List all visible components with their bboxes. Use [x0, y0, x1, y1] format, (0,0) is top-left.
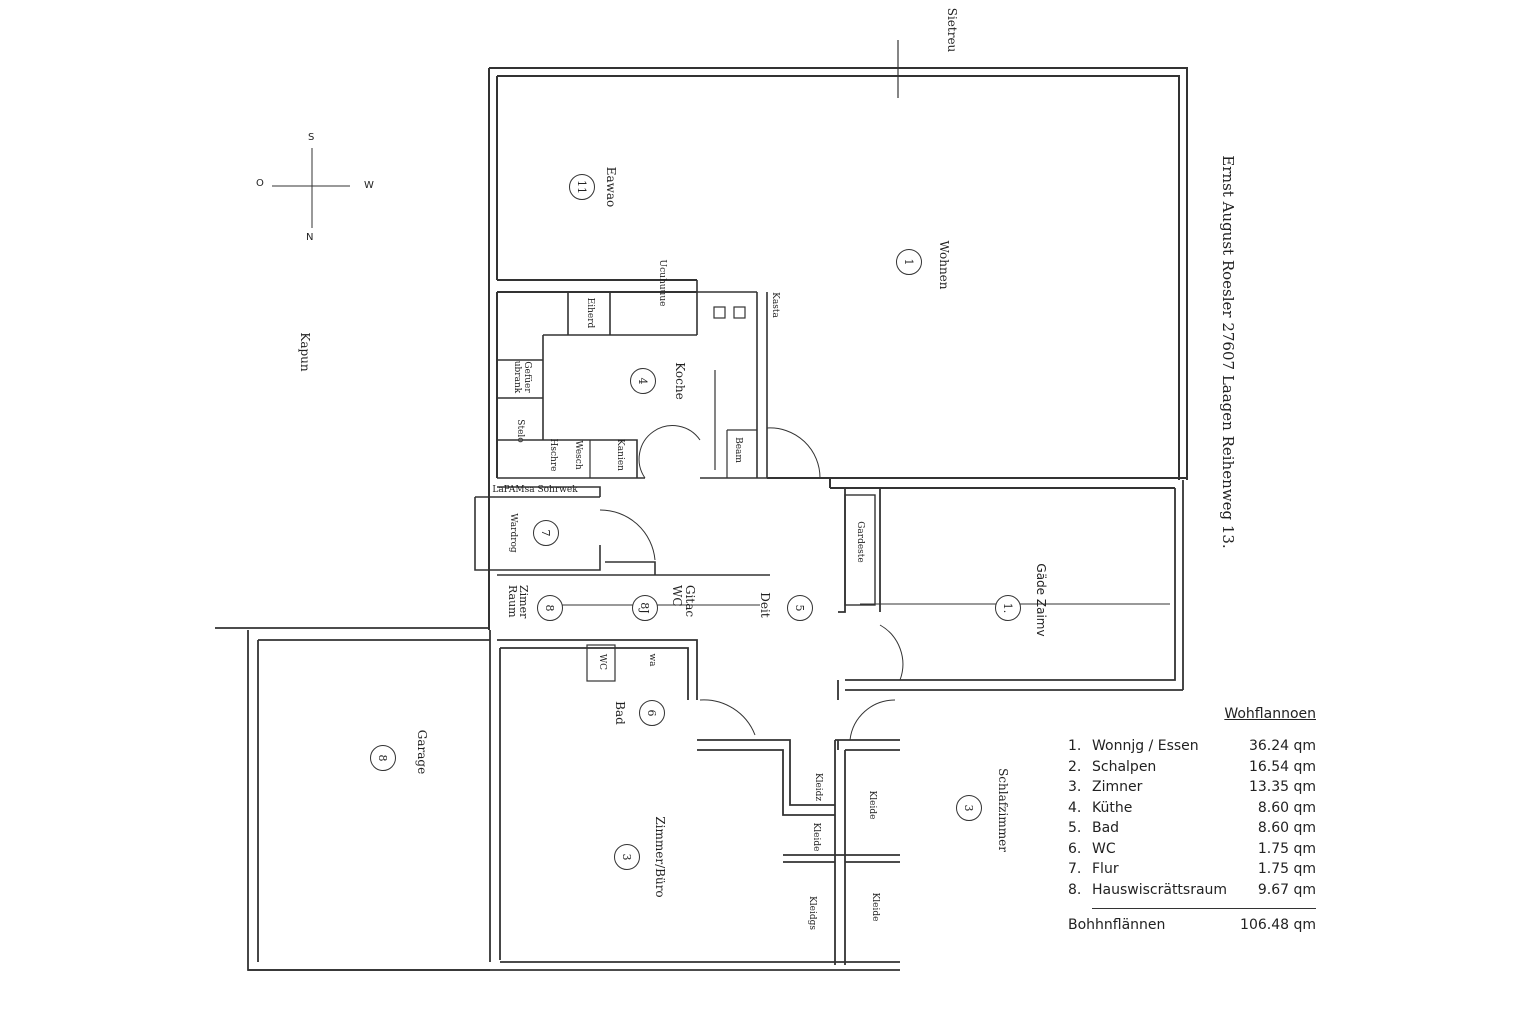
compass-south: S [308, 132, 315, 143]
side-label: Kapun [298, 332, 312, 372]
room-number: 4 [630, 368, 656, 394]
room-name: Wohnen [937, 240, 951, 290]
wall-gaestezimmer [837, 480, 1184, 691]
address-label: Ernst August Roesler 27607 Laagen Reihen… [1219, 155, 1237, 549]
fixture-label: Ucuhuuue [657, 259, 667, 307]
room-name: Zimmer/Büro [653, 816, 667, 898]
fixture-label: Hschre [548, 438, 558, 472]
room-number: 6 [639, 700, 665, 726]
compass-east: O [256, 178, 264, 189]
wall-flur [474, 486, 770, 576]
room-number: 3 [614, 844, 640, 870]
room-number: 7 [533, 520, 559, 546]
fixture-label: Kasta [770, 292, 780, 318]
room-number: 8 [537, 595, 563, 621]
wall-kitchen [497, 280, 768, 479]
room-number: 1 [896, 249, 922, 275]
fixture-label: WC [597, 653, 607, 671]
room-name: Koche [673, 362, 687, 400]
room-number: 8J [632, 595, 658, 621]
wall-garage [215, 627, 491, 971]
wall-closets [697, 690, 900, 965]
room-number: 5 [787, 595, 813, 621]
closet-label: Kleidz [813, 772, 823, 802]
compass-rose [272, 148, 350, 228]
room-name: Garage [415, 729, 429, 775]
fixture-label: Gardeste [855, 521, 865, 563]
fixture-label: Stelo [515, 419, 525, 443]
fixture-label: Kanien [615, 439, 625, 471]
fixture-label: Eiherd [585, 297, 595, 329]
closet-label: Kleidgs [807, 896, 817, 930]
room-name: Schlafzimmer [996, 768, 1010, 852]
room-name: Wardrog [508, 513, 518, 553]
legend-title: Wohflannoen [1224, 706, 1316, 722]
room-name: Eawao [604, 166, 618, 208]
fixture-label: LaPAMsa Sohrwek [492, 485, 578, 495]
legend-divider [1092, 908, 1316, 909]
fixture-label: Wesch [573, 440, 583, 470]
street-label: Sietreu [945, 7, 959, 53]
wall-zimmer-buero [248, 639, 900, 971]
closet-label: Kleide [811, 822, 821, 852]
fixture-label: Beam [733, 437, 743, 463]
room-name: Gäde Zaimv [1034, 563, 1048, 637]
wall-living-outer [488, 67, 1188, 480]
room-name: Deit [758, 592, 772, 618]
room-name: Zimer Raum [506, 585, 530, 619]
closet-label: Kleide [867, 790, 877, 820]
compass-west: W [364, 180, 374, 191]
room-number: 1. [995, 595, 1021, 621]
room-number: 8 [370, 745, 396, 771]
closet-label: Kleide [870, 892, 880, 922]
room-name: Gitac WC [670, 585, 697, 618]
fixture-label: Gefüer ubrank [512, 360, 532, 394]
fixture-label: wa [647, 653, 657, 667]
compass-north: N [306, 232, 314, 243]
room-number: 11 [569, 174, 595, 200]
room-name: Bad [613, 701, 627, 725]
room-number: 3 [956, 795, 982, 821]
